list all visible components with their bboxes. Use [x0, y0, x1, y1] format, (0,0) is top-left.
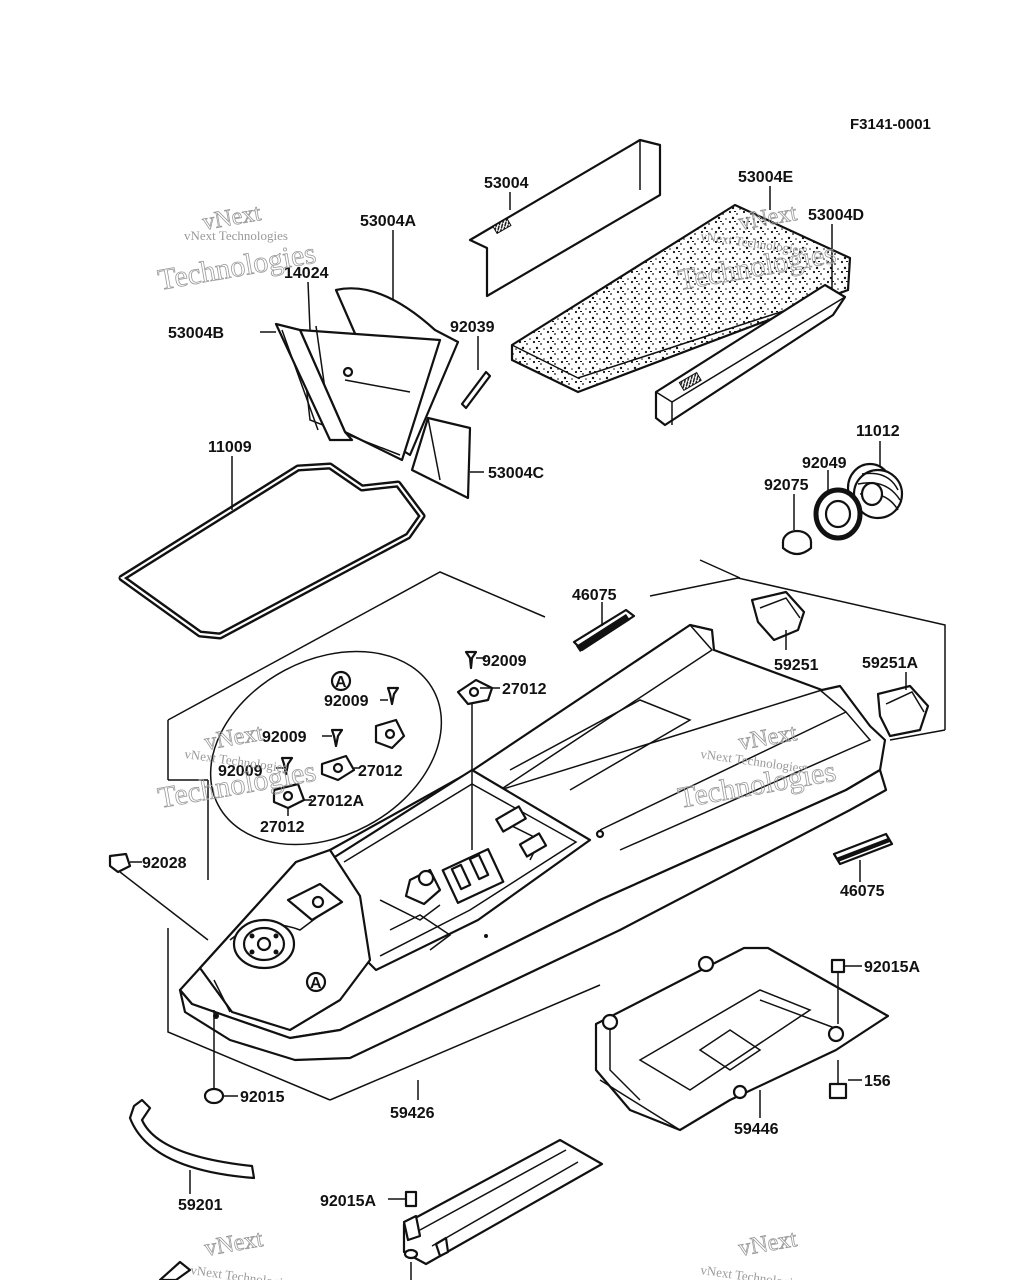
- hull-59426: A: [178, 623, 888, 1062]
- detail-a-callout: A: [209, 650, 443, 846]
- label-92028: 92028: [142, 855, 187, 872]
- label-92075: 92075: [764, 477, 809, 494]
- label-27012A: 27012A: [308, 793, 364, 810]
- gasket-11009: [118, 462, 426, 640]
- bolt-156: [828, 1060, 848, 1100]
- svg-text:Technologies: Technologies: [155, 237, 318, 297]
- label-46075-right: 46075: [840, 883, 885, 900]
- marker-a-detail: A: [335, 674, 347, 691]
- assembly-outline: [167, 559, 946, 1101]
- label-92039: 92039: [450, 319, 495, 336]
- leader-lines: [130, 186, 907, 1200]
- svg-text:vNext Technologies: vNext Technologies: [700, 1262, 805, 1280]
- label-92009-b: 92009: [262, 729, 307, 746]
- ring-92049: [813, 487, 863, 541]
- screw-92039: [460, 336, 492, 410]
- label-53004: 53004: [484, 175, 529, 192]
- mat-53004C: [410, 416, 472, 500]
- label-59251A: 59251A: [862, 655, 918, 672]
- label-92015A-right: 92015A: [864, 959, 920, 976]
- nut-27012-top: [456, 678, 494, 850]
- label-59251: 59251: [774, 657, 819, 674]
- grate-59446: [594, 946, 890, 1132]
- fastener-92009-top: [464, 650, 478, 670]
- panel-53004B: [274, 322, 354, 442]
- ride-plate: [158, 1138, 604, 1280]
- label-53004A: 53004A: [360, 213, 416, 230]
- strap-59201: [128, 1098, 256, 1180]
- svg-text:vNext Technologies: vNext Technologies: [190, 1262, 295, 1280]
- nut-92015A-right: [830, 958, 846, 1024]
- label-156: 156: [864, 1073, 891, 1090]
- label-53004B: 53004B: [168, 325, 224, 342]
- mat-53004E: [510, 203, 852, 394]
- cap-92075: [781, 529, 813, 556]
- label-14024: 14024: [284, 265, 329, 282]
- bumper-59251A: [876, 684, 930, 738]
- mat-53004D: [654, 283, 847, 427]
- bumper-59251: [750, 590, 806, 642]
- label-53004E: 53004E: [738, 169, 793, 186]
- label-59201: 59201: [178, 1197, 223, 1214]
- figure-code: F3141-0001: [850, 116, 931, 133]
- label-27012-b: 27012: [260, 819, 305, 836]
- label-53004C: 53004C: [488, 465, 544, 482]
- label-92049: 92049: [802, 455, 847, 472]
- nozzle-11012: [846, 462, 904, 520]
- watermark-top-left: vNext Technologies vNext Technologies: [155, 200, 319, 298]
- label-27012-a: 27012: [358, 763, 403, 780]
- label-46075-top: 46075: [572, 587, 617, 604]
- label-53004D: 53004D: [808, 207, 864, 224]
- svg-text:vNext Technologies: vNext Technologies: [184, 228, 288, 243]
- label-59426: 59426: [390, 1105, 435, 1122]
- mat-53004: [468, 138, 662, 298]
- pad-46075-top: [572, 608, 636, 652]
- label-92009-c: 92009: [218, 763, 263, 780]
- plug-92015: [203, 1010, 225, 1105]
- pad-46075-right: [832, 832, 894, 866]
- watermark-bottom-left: vNext vNext Technologies: [190, 1226, 295, 1280]
- svg-text:vNext: vNext: [737, 1226, 800, 1262]
- watermark-bottom-right: vNext vNext Technologies: [700, 1226, 805, 1280]
- marker-a-hood: A: [310, 975, 322, 992]
- label-59446: 59446: [734, 1121, 779, 1138]
- label-11012: 11012: [856, 423, 900, 440]
- plug-92028: [108, 852, 209, 941]
- svg-text:vNext: vNext: [203, 1226, 266, 1262]
- label-92009-a: 92009: [324, 693, 369, 710]
- engine-detail: [379, 805, 548, 951]
- label-92015: 92015: [240, 1089, 285, 1106]
- label-92015A-bottom: 92015A: [320, 1193, 376, 1210]
- part-labels: 53004 53004E 53004D 53004A 14024 53004B …: [142, 169, 920, 1214]
- label-11009: 11009: [208, 439, 252, 456]
- label-27012-top: 27012: [502, 681, 547, 698]
- label-92009-top: 92009: [482, 653, 527, 670]
